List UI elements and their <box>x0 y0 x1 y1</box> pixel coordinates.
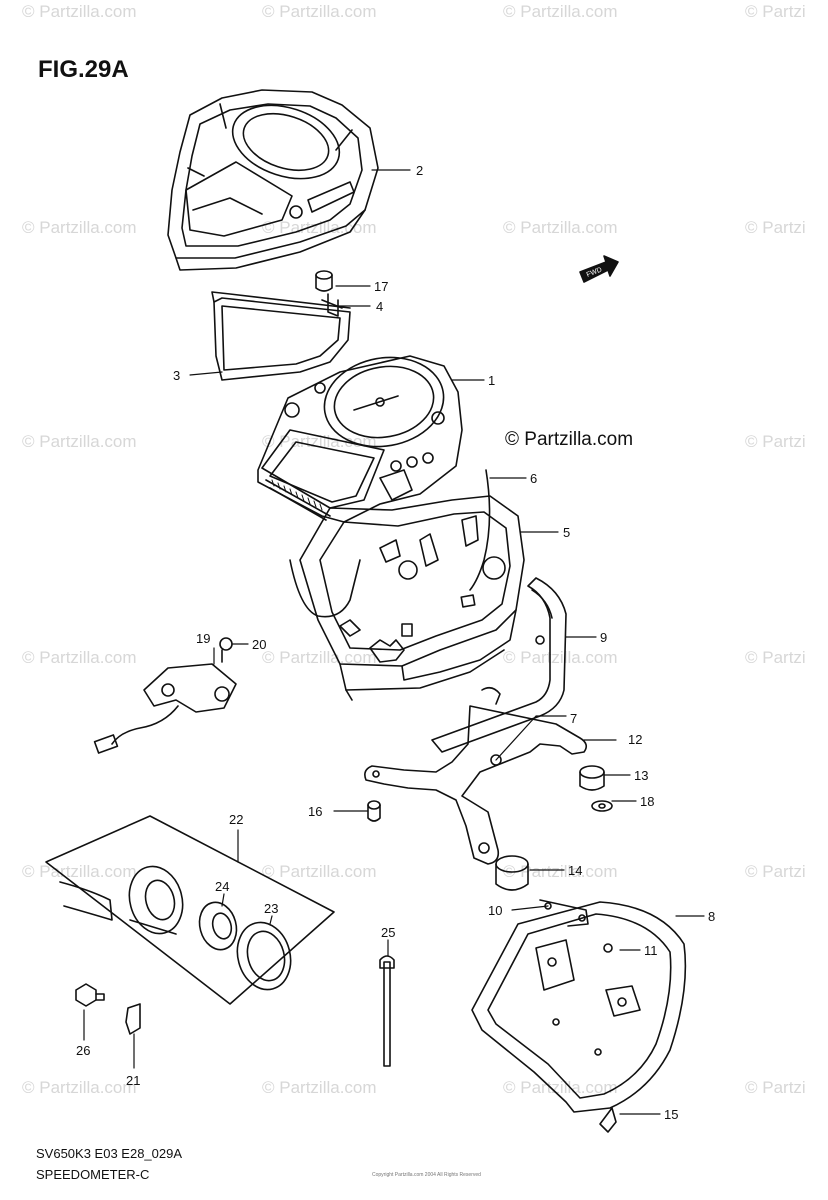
callout-6[interactable]: 6 <box>530 471 538 486</box>
small-fasteners <box>75 955 395 1067</box>
watermark: © Partzilla.com <box>22 432 137 451</box>
callout-3[interactable]: 3 <box>173 368 181 383</box>
watermark: © Partzi <box>745 862 806 881</box>
callout-18[interactable]: 18 <box>640 794 655 809</box>
copyright-notice: © Partzilla.com <box>505 429 634 450</box>
callout-1[interactable]: 1 <box>488 373 496 388</box>
speedometer-assembly <box>257 355 463 523</box>
callout-25[interactable]: 25 <box>381 925 396 940</box>
callout-20[interactable]: 20 <box>252 637 267 652</box>
callout-19[interactable]: 19 <box>196 631 211 646</box>
callout-24[interactable]: 24 <box>215 879 230 894</box>
callout-26[interactable]: 26 <box>76 1043 91 1058</box>
fine-print: Copyright Partzilla.com 2004 All Rights … <box>372 1172 481 1178</box>
callout-10[interactable]: 10 <box>488 903 503 918</box>
fwd-arrow-icon <box>579 255 619 283</box>
watermark: © Partzi <box>745 2 806 21</box>
watermark: © Partzilla.com <box>22 218 137 237</box>
watermark: © Partzilla.com <box>22 648 137 667</box>
watermark: © Partzilla.com <box>503 862 618 881</box>
watermark: © Partzilla.com <box>262 1078 377 1097</box>
watermark: © Partzi <box>745 1078 806 1097</box>
callout-7[interactable]: 7 <box>570 711 578 726</box>
sensor-part <box>93 637 237 754</box>
figure-title: FIG.29A <box>38 56 129 83</box>
watermark: © Partzilla.com <box>503 1078 618 1097</box>
meter-cover-part <box>167 89 379 271</box>
callout-8[interactable]: 8 <box>708 909 716 924</box>
watermark: © Partzilla.com <box>503 2 618 21</box>
lower-meter-housing <box>471 899 687 1133</box>
gear-kit-box <box>45 815 335 1005</box>
watermark: © Partzilla.com <box>262 648 377 667</box>
watermark: © Partzilla.com <box>262 2 377 21</box>
callout-14[interactable]: 14 <box>568 863 583 878</box>
callout-4[interactable]: 4 <box>376 299 384 314</box>
bracket-grommets <box>367 765 613 891</box>
cushion-strip <box>431 577 567 753</box>
callout-21[interactable]: 21 <box>126 1073 141 1088</box>
watermark: © Partzilla.com <box>503 218 618 237</box>
callout-23[interactable]: 23 <box>264 901 279 916</box>
watermark: © Partzilla.com <box>22 1078 137 1097</box>
section-name: SPEEDOMETER-C <box>36 1167 150 1182</box>
callout-17[interactable]: 17 <box>374 279 389 294</box>
meter-bracket <box>364 686 588 865</box>
watermark: © Partzilla.com <box>262 432 377 451</box>
model-code: SV650K3 E03 E28_029A <box>36 1146 183 1161</box>
watermark: © Partzilla.com <box>22 2 137 21</box>
watermark: © Partzi <box>745 648 806 667</box>
callout-15[interactable]: 15 <box>664 1107 679 1122</box>
callout-2[interactable]: 2 <box>416 163 424 178</box>
callout-5[interactable]: 5 <box>563 525 571 540</box>
meter-lens-part <box>211 291 351 381</box>
leader-lines <box>83 169 705 1115</box>
watermark: © Partzi <box>745 432 806 451</box>
callout-13[interactable]: 13 <box>634 768 649 783</box>
callout-16[interactable]: 16 <box>308 804 323 819</box>
callout-22[interactable]: 22 <box>229 812 244 827</box>
watermark: © Partzilla.com <box>503 648 618 667</box>
callout-9[interactable]: 9 <box>600 630 608 645</box>
callout-11[interactable]: 11 <box>644 943 658 958</box>
callout-12[interactable]: 12 <box>628 732 643 747</box>
watermark: © Partzilla.com <box>22 862 137 881</box>
watermark: © Partzilla.com <box>262 862 377 881</box>
meter-case-part <box>299 495 525 701</box>
watermark: © Partzi <box>745 218 806 237</box>
